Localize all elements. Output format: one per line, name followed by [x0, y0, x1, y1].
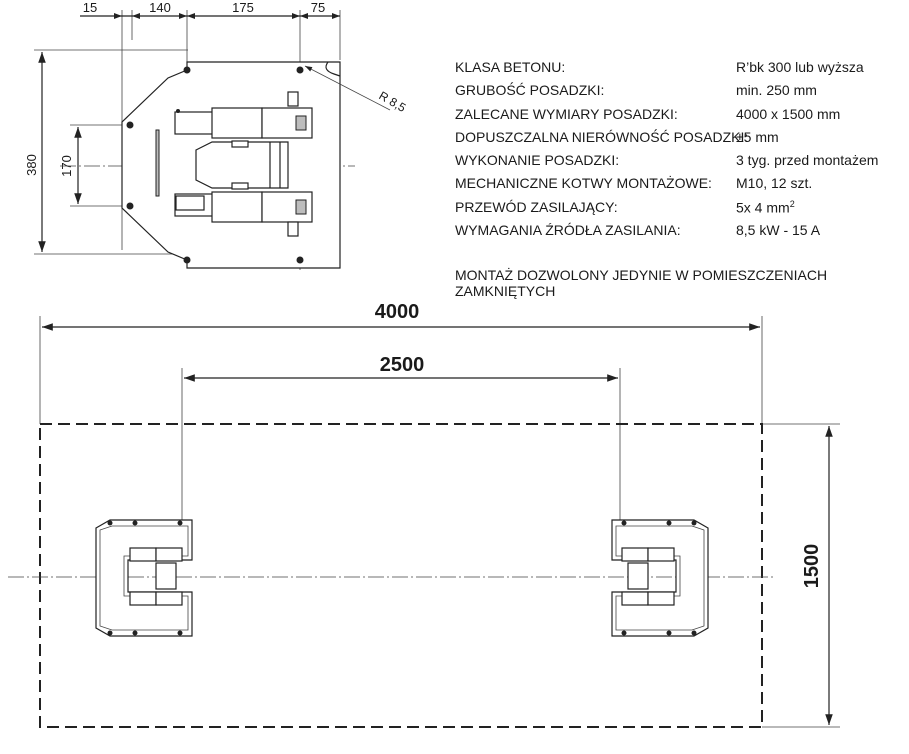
- spec-value: 5x 4 mm2: [736, 199, 795, 216]
- spec-label: KLASA BETONU:: [455, 59, 566, 75]
- dim-175: 175: [232, 0, 254, 15]
- dim-4000: 4000: [375, 301, 420, 323]
- spec-value: M10, 12 szt.: [736, 175, 813, 192]
- spec-value: 8,5 kW - 15 A: [736, 222, 821, 239]
- left-base: [95, 519, 193, 637]
- dim-380: 380: [24, 154, 39, 176]
- spec-value-sup: 2: [789, 198, 795, 209]
- spec-label: GRUBOŚĆ POSADZKI:: [455, 82, 605, 99]
- spec-label: MECHANICZNE KOTWY MONTAŻOWE:: [455, 175, 712, 192]
- spec-row: GRUBOŚĆ POSADZKI: min. 250 mm: [455, 82, 895, 105]
- base-plate-detail: 15 140 175 75 380 170 R 8,5: [24, 0, 409, 270]
- spec-row: KLASA BETONU: R’bk 300 lub wyższa: [455, 59, 895, 82]
- cylinder-bottom: [211, 191, 263, 223]
- installation-note: MONTAŻ DOZWOLONY JEDYNIE W POMIESZCZENIA…: [455, 267, 828, 299]
- spec-label: WYMAGANIA ŹRÓDŁA ZASILANIA:: [455, 222, 681, 239]
- spec-table: KLASA BETONU: R’bk 300 lub wyższa GRUBOŚ…: [455, 59, 895, 245]
- right-base: [611, 519, 709, 637]
- spec-value: R’bk 300 lub wyższa: [736, 59, 864, 75]
- spec-value: ±5 mm: [736, 128, 779, 145]
- spec-label: PRZEWÓD ZASILAJĄCY:: [455, 198, 618, 215]
- floor-outline: [39, 423, 763, 728]
- spec-row: WYMAGANIA ŹRÓDŁA ZASILANIA: 8,5 kW - 15 …: [455, 222, 895, 245]
- spec-row: WYKONANIE POSADZKI: 3 tyg. przed montaże…: [455, 152, 895, 175]
- spec-row: ZALECANE WYMIARY POSADZKI: 4000 x 1500 m…: [455, 106, 895, 129]
- base-plate-outline: [121, 61, 341, 269]
- dim-1500: 1500: [801, 544, 823, 589]
- dim-15: 15: [83, 0, 97, 15]
- cylinder-top: [211, 107, 263, 139]
- spec-label: DOPUSZCZALNA NIERÓWNOŚĆ POSADZKI:: [455, 128, 749, 145]
- dim-2500: 2500: [380, 354, 425, 376]
- dim-140: 140: [149, 0, 171, 15]
- spec-value-text: 5x 4 mm: [736, 199, 790, 216]
- spec-row: DOPUSZCZALNA NIERÓWNOŚĆ POSADZKI: ±5 mm: [455, 129, 895, 152]
- spec-row: MECHANICZNE KOTWY MONTAŻOWE: M10, 12 szt…: [455, 175, 895, 198]
- dim-75: 75: [311, 0, 325, 15]
- spec-value: 4000 x 1500 mm: [736, 105, 841, 122]
- spec-row: PRZEWÓD ZASILAJĄCY: 5x 4 mm2: [455, 199, 895, 222]
- spec-label: ZALECANE WYMIARY POSADZKI:: [455, 105, 678, 122]
- floor-plan: 4000 2500 1500: [8, 301, 840, 728]
- spec-value: 3 tyg. przed montażem: [736, 152, 879, 169]
- spec-value: min. 250 mm: [736, 82, 817, 99]
- radius-label: R 8,5: [377, 88, 409, 115]
- spec-label: WYKONANIE POSADZKI:: [455, 152, 620, 169]
